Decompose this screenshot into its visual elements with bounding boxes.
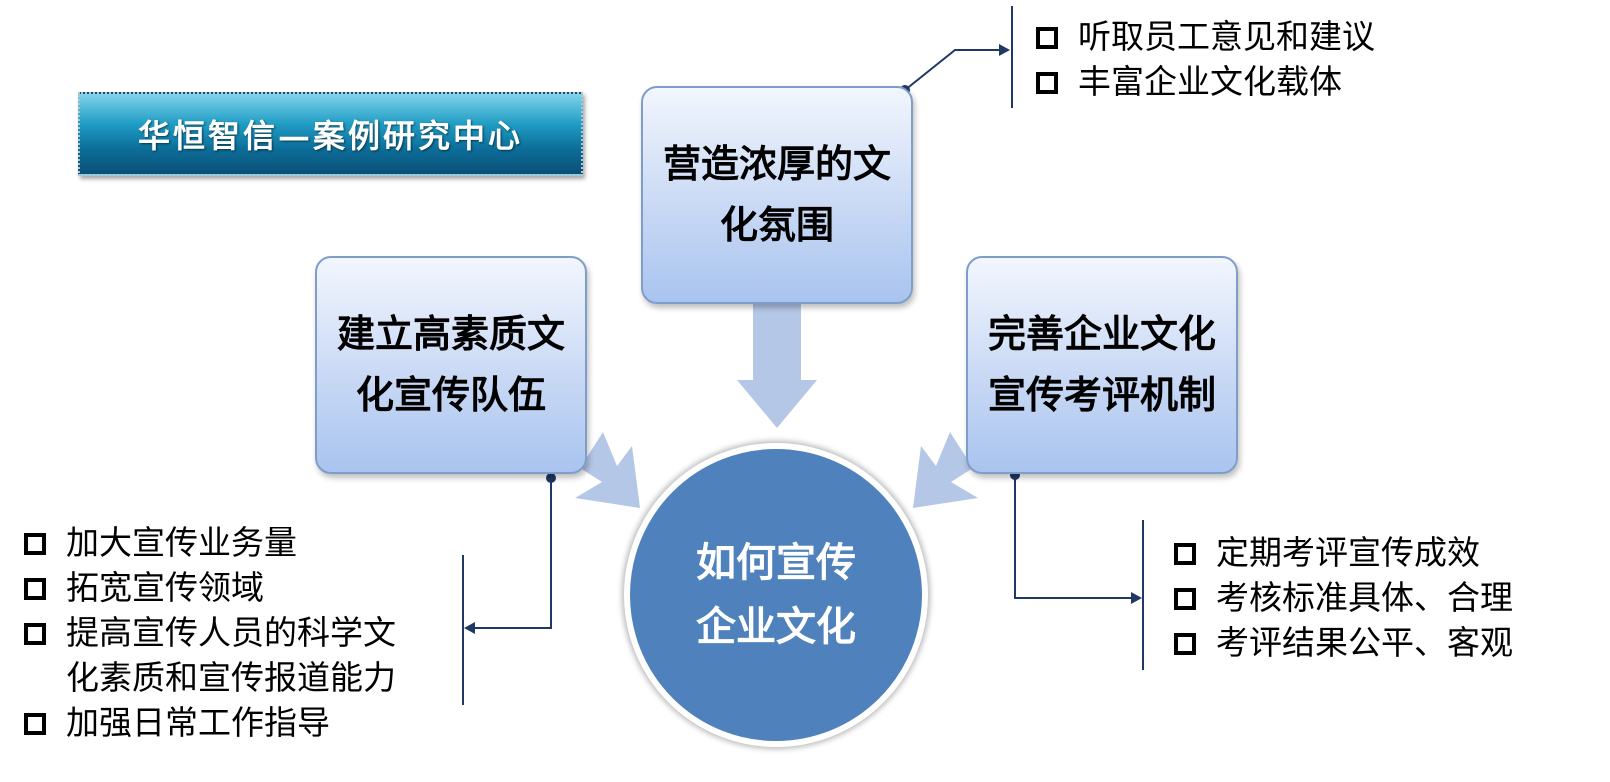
- bullet-item: 提高宣传人员的科学文 化素质和宣传报道能力: [24, 610, 396, 700]
- bullet-item: 加强日常工作指导: [24, 700, 396, 745]
- connector-right: [1014, 475, 1136, 599]
- bullet-item: 考评结果公平、客观: [1174, 620, 1513, 665]
- connector-left-dot: [546, 473, 556, 483]
- bullet-list-left: 加大宣传业务量 拓宽宣传领域 提高宣传人员的科学文 化素质和宣传报道能力 加强日…: [24, 520, 396, 745]
- bullet-list-top: 听取员工意见和建议 丰富企业文化载体: [1036, 14, 1375, 104]
- banner-title: 华恒智信—案例研究中心: [137, 117, 523, 155]
- connector-top-arrowhead: [999, 44, 1010, 56]
- bullet-item: 拓宽宣传领域: [24, 565, 396, 610]
- node-right-label: 完善企业文化 宣传考评机制: [987, 312, 1216, 417]
- bullet-item: 丰富企业文化载体: [1036, 59, 1375, 104]
- bullet-item: 考核标准具体、合理: [1174, 575, 1513, 620]
- node-left-label: 建立高素质文 化宣传队伍: [336, 312, 565, 417]
- connector-top: [904, 49, 1005, 91]
- block-arrow-top: [737, 304, 817, 428]
- node-evaluation-mechanism: 完善企业文化 宣传考评机制: [966, 256, 1238, 474]
- bullet-list-right: 定期考评宣传成效 考核标准具体、合理 考评结果公平、客观: [1174, 530, 1513, 665]
- case-study-banner: 华恒智信—案例研究中心: [78, 92, 583, 176]
- node-promotion-team: 建立高素质文 化宣传队伍: [315, 256, 587, 474]
- connector-left-arrowhead: [464, 622, 475, 634]
- connector-right-arrowhead: [1131, 592, 1142, 604]
- bullet-item: 加大宣传业务量: [24, 520, 396, 565]
- block-arrow-left: [575, 432, 640, 508]
- node-cultural-atmosphere: 营造浓厚的文 化氛围: [641, 86, 913, 304]
- center-label: 如何宣传 企业文化: [696, 540, 856, 650]
- connector-left: [470, 478, 552, 629]
- bullet-item: 听取员工意见和建议: [1036, 14, 1375, 59]
- block-arrow-right: [913, 432, 978, 508]
- bullet-item: 定期考评宣传成效: [1174, 530, 1513, 575]
- center-circle: 如何宣传 企业文化: [624, 443, 928, 747]
- node-top-label: 营造浓厚的文 化氛围: [662, 142, 891, 247]
